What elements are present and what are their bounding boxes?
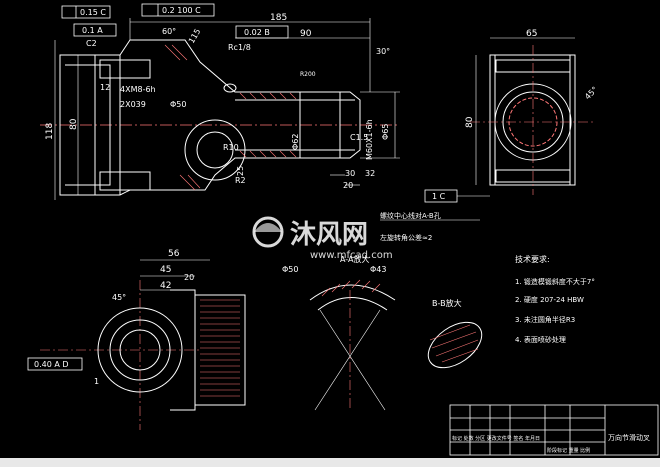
tolerance-frame-2-text: 0.1 A — [82, 26, 103, 35]
dim-30deg: 30° — [376, 47, 390, 56]
dim-c15: C1.5 — [350, 133, 368, 142]
dim-1: 1 — [94, 377, 99, 386]
main-view-hatching — [164, 44, 297, 191]
dim-phi65: Φ65 — [381, 124, 390, 140]
tolerance-frame-5-text: 1 C — [432, 192, 446, 201]
dim-185: 185 — [270, 13, 287, 23]
dim-c2: C2 — [86, 39, 97, 48]
watermark-brand: 沐风网 — [290, 220, 368, 250]
dim-45: 45 — [160, 265, 171, 275]
tech-requirements-title: 技术要求: — [515, 254, 550, 264]
dim-80-right: 80 — [465, 116, 475, 128]
tolerance-frame-1-text: 0.15 C — [80, 8, 106, 17]
main-view-dimension-lines — [54, 18, 400, 200]
dim-phi50: Φ50 — [170, 100, 186, 109]
title-block — [449, 404, 659, 456]
tech-req-item-4: 4. 表面喷砂处理 — [515, 335, 566, 344]
dim-56: 56 — [168, 249, 180, 259]
dim-thread1: 4XM8-6h — [120, 85, 156, 94]
dim-phi43-a: Φ43 — [370, 265, 386, 274]
section-a-hatching — [321, 279, 381, 297]
right-view-centerlines — [470, 45, 595, 195]
section-a-label: A-A放大 — [340, 254, 369, 264]
dim-80-left: 80 — [69, 118, 79, 130]
tolerance-frame-6-text: 0.40 A D — [34, 360, 69, 369]
watermark: 沐风网 www.mfcad.com — [252, 216, 393, 261]
tolerance-frame-5: 1 C — [424, 189, 490, 203]
section-a-view — [309, 284, 396, 411]
tech-req-item-1: 1. 锻造模锻斜度不大于7° — [515, 277, 595, 286]
dim-r200: R200 — [300, 71, 316, 78]
dim-phi62: Φ62 — [291, 134, 300, 150]
tolerance-frame-2: 0.1 A — [73, 23, 117, 37]
tolerance-frame-4-text: 0.02 B — [244, 28, 270, 37]
lower-left-view — [40, 280, 246, 430]
bottom-strip — [0, 458, 660, 467]
tolerance-frame-1: 0.15 C — [61, 5, 111, 19]
tolerance-frame-3-text: 0.2 100 C — [162, 6, 201, 15]
main-view — [40, 39, 400, 196]
note-line-2: 左旋转角公差≈2 — [380, 233, 432, 242]
dim-42: 42 — [160, 281, 171, 291]
watermark-logo — [252, 216, 284, 248]
dim-45deg: 45° — [112, 293, 126, 302]
tolerance-frame-3: 0.2 100 C — [141, 3, 215, 17]
tech-req-item-2: 2. 硬度 207-24 HBW — [515, 295, 584, 304]
dim-115: 115 — [187, 27, 202, 45]
dim-rc: Rc1/8 — [228, 43, 251, 52]
right-view — [489, 54, 576, 186]
section-b-label: B-B放大 — [432, 298, 462, 308]
title-block-row2: 阶段标记 重量 比例 — [547, 447, 590, 454]
dim-phi50-a: Φ50 — [282, 265, 298, 274]
dim-118: 118 — [45, 123, 55, 140]
dim-12: 12 — [100, 83, 110, 92]
dim-30: 30 — [345, 169, 355, 178]
dim-20a: 20 — [343, 181, 353, 190]
dim-m60: M60X1-6h — [365, 119, 374, 160]
right-view-dimension-lines — [475, 37, 575, 185]
title-block-row1: 标记 处数 分区 更改文件号 签名 年月日 — [452, 435, 540, 442]
tolerance-frame-4: 0.02 B — [235, 25, 289, 39]
watermark-url: www.mfcad.com — [310, 250, 393, 261]
dim-r10: R10 — [223, 143, 239, 152]
dim-60deg: 60° — [162, 27, 176, 36]
dim-r2: R2 — [235, 176, 246, 185]
note-line-1: 螺纹中心线对A-B孔 — [380, 211, 441, 220]
dim-20b: 20 — [184, 273, 194, 282]
tech-req-item-3: 3. 未注圆角半径R3 — [515, 315, 575, 324]
dim-65: 65 — [526, 29, 537, 39]
lower-left-hatching — [200, 299, 240, 397]
dim-32: 32 — [365, 169, 375, 178]
dim-25: 25 — [236, 166, 245, 176]
section-b-view — [427, 321, 483, 369]
title-block-part-name: 万向节滑动叉 — [608, 433, 650, 442]
dim-90: 90 — [300, 29, 312, 39]
lower-left-dimension-lines — [140, 259, 210, 291]
tolerance-frame-6: 0.40 A D — [27, 357, 83, 371]
dim-45deg2: 45° — [583, 85, 599, 101]
dim-thread2: 2X039 — [120, 100, 146, 109]
